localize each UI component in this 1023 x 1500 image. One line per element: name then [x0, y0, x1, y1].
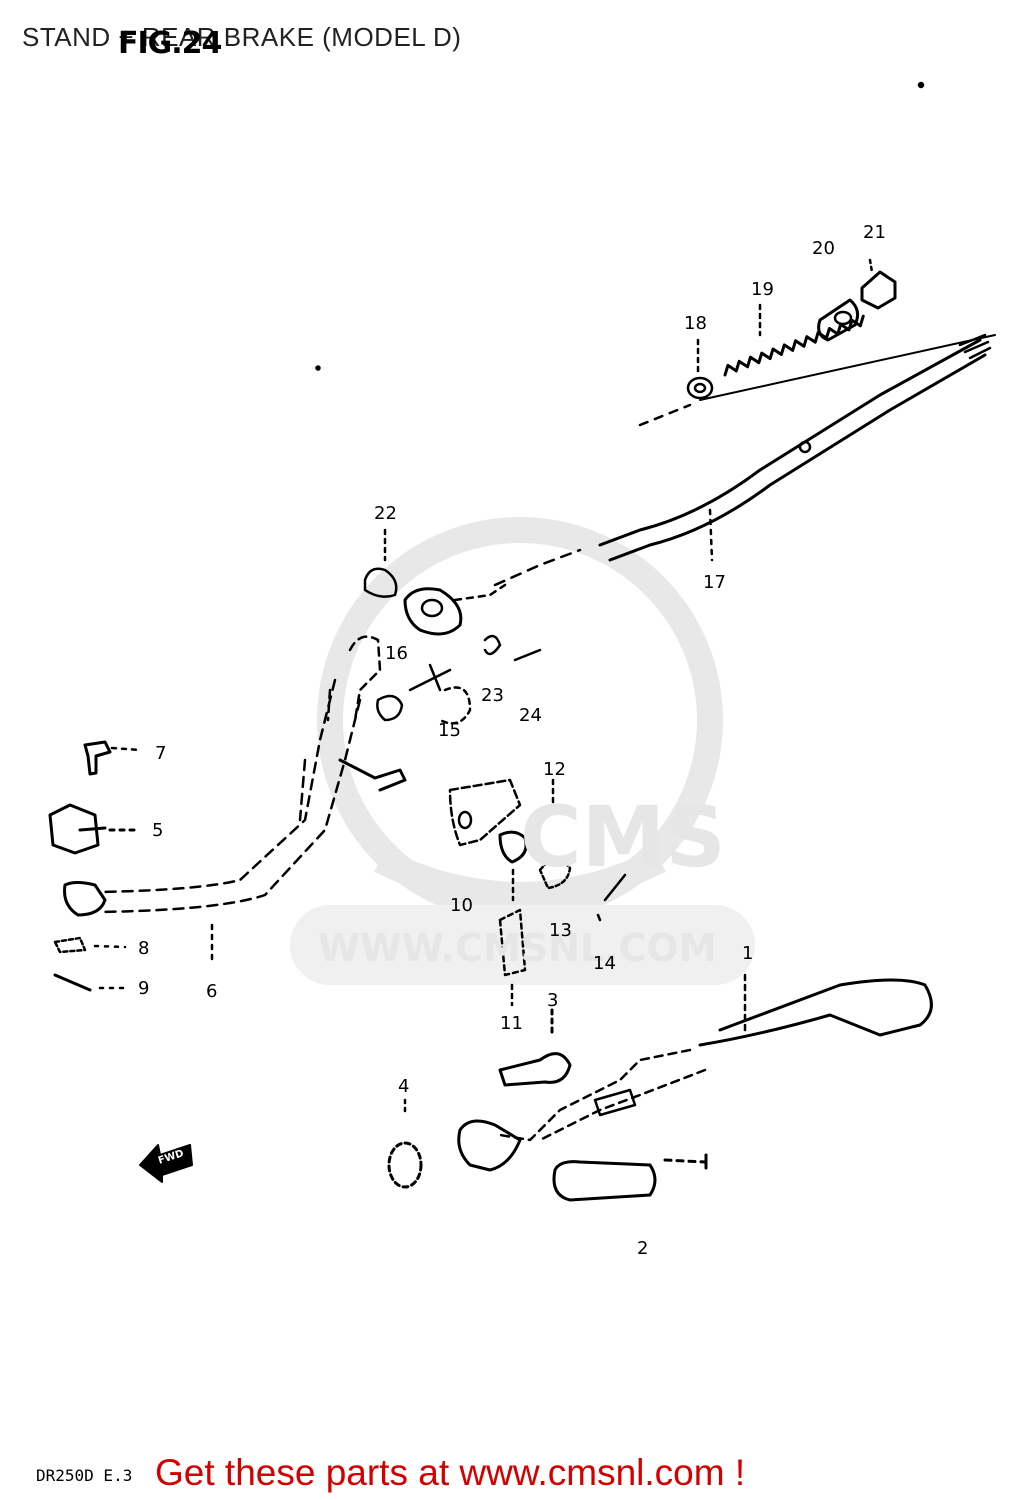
watermark-url: WWW.CMSNL.COM: [318, 926, 717, 970]
forward-arrow-icon: [139, 1144, 193, 1183]
page-title: STAND + REAR BRAKE (MODEL D): [22, 22, 462, 52]
callout-1: 1: [742, 943, 754, 964]
callout-9: 9: [138, 978, 150, 999]
callout-11: 11: [500, 1013, 523, 1034]
figure-label: FIG.24: [118, 26, 222, 61]
bracket-plate-12: [448, 778, 572, 902]
bolt-part-7: [83, 740, 142, 776]
return-spring-11: [498, 908, 527, 1007]
callout-4: 4: [398, 1076, 410, 1097]
brake-rod: [598, 333, 996, 562]
brake-pedal-arm: [98, 678, 362, 914]
stand-washer-4: [387, 1098, 423, 1189]
stand-bolt-3: [498, 1008, 572, 1087]
callout-18: 18: [684, 313, 707, 334]
stand-pipe-2: [552, 1153, 708, 1202]
cotter-pin-14: [596, 873, 627, 922]
callout-14: 14: [593, 953, 616, 974]
stand-bushing: [457, 1119, 522, 1172]
model-code: DR250D E.3: [36, 1466, 133, 1485]
callout-23: 23: [481, 685, 504, 706]
get-parts-link[interactable]: Get these parts at www.cmsnl.com !: [155, 1452, 746, 1493]
callout-24: 24: [519, 705, 542, 726]
callout-6: 6: [206, 981, 218, 1002]
callout-21: 21: [863, 222, 886, 243]
clip-part-9: [53, 973, 127, 992]
callout-16: 16: [385, 643, 408, 664]
callout-19: 19: [751, 279, 774, 300]
callout-15: 15: [438, 720, 461, 741]
washer-part: [686, 338, 714, 400]
callout-22: 22: [374, 503, 397, 524]
callout-8: 8: [138, 938, 150, 959]
callout-2: 2: [637, 1238, 649, 1259]
spring-part: [723, 303, 865, 377]
callout-12: 12: [543, 759, 566, 780]
bracket-block-5: [48, 803, 142, 855]
side-stand: [498, 973, 933, 1142]
pedal-pivot-assembly: [326, 528, 582, 792]
callout-3: 3: [547, 990, 559, 1011]
adjuster-nut: [860, 258, 897, 310]
watermark-logo-text: CMS: [520, 788, 726, 886]
callout-10: 10: [450, 895, 473, 916]
pedal-tip: [63, 881, 107, 917]
callout-7: 7: [155, 743, 167, 764]
callout-20: 20: [812, 238, 835, 259]
callout-17: 17: [703, 572, 726, 593]
callout-13: 13: [549, 920, 572, 941]
joint-part: [817, 298, 860, 342]
pin-part-8: [53, 936, 127, 954]
callout-5: 5: [152, 820, 164, 841]
